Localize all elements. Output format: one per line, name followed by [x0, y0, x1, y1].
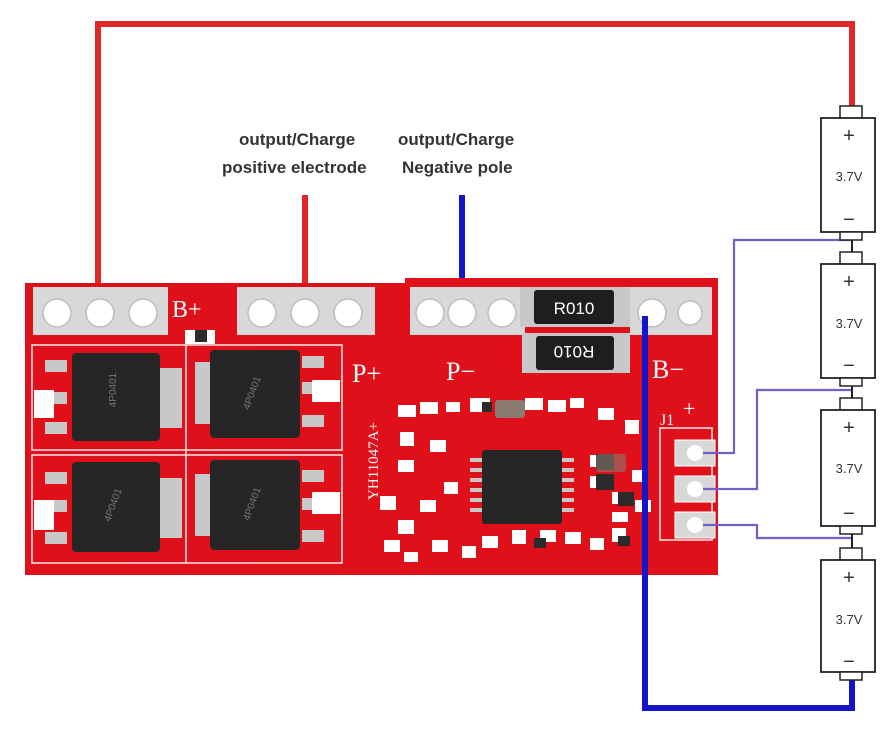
protection-ic — [470, 450, 574, 524]
cell-4-plus: + — [843, 567, 855, 589]
cell-3-voltage: 3.7V — [836, 461, 863, 476]
cell-2-plus: + — [843, 271, 855, 293]
silk-b-minus: B− — [652, 355, 684, 384]
battery-cell-1: + 3.7V − — [820, 105, 876, 241]
battery-cell-2: + 3.7V − — [820, 251, 876, 387]
resistor-label-1: R010 — [554, 299, 595, 318]
silk-j1: J1 — [660, 412, 674, 429]
negative-label-line2: Negative pole — [402, 158, 513, 177]
cell-2-minus: − — [843, 355, 855, 377]
balance-wires — [703, 238, 852, 540]
positive-label-line2: positive electrode — [222, 158, 367, 177]
negative-label-line1: output/Charge — [398, 130, 515, 149]
positive-label-line1: output/Charge — [239, 130, 356, 149]
silk-p-plus: P+ — [352, 359, 381, 388]
red-wire-b-plus — [95, 21, 855, 318]
smd-components — [195, 330, 651, 562]
cell-4-minus: − — [843, 651, 855, 673]
cell-2-voltage: 3.7V — [836, 316, 863, 331]
silk-p-minus: P− — [446, 357, 475, 386]
resistor-label-2: R010 — [554, 342, 595, 361]
battery-cell-4: + 3.7V − — [820, 547, 876, 681]
mosfet-marking-1: 4P0401 — [108, 372, 119, 407]
cell-1-plus: + — [843, 125, 855, 147]
mosfet-group: 4P0401 4P0401 4P0401 4P0401 — [45, 350, 324, 552]
cell-3-minus: − — [843, 503, 855, 525]
blue-wire-b-minus — [642, 316, 855, 711]
cell-1-voltage: 3.7V — [836, 169, 863, 184]
sense-resistors: R010 R010 — [520, 287, 630, 373]
pcb-board: 4P0401 4P0401 4P0401 4P0401 R010 R010 — [25, 278, 718, 575]
cell-1-minus: − — [843, 209, 855, 231]
battery-stack: + 3.7V − + 3.7V − + 3.7V − + 3.7 — [820, 105, 876, 681]
cell-3-plus: + — [843, 417, 855, 439]
silk-b-plus: B+ — [172, 297, 202, 323]
silk-model: YH11047A+ — [366, 422, 382, 500]
battery-cell-3: + 3.7V − — [820, 397, 876, 535]
silk-plus: + — [683, 396, 695, 421]
cell-4-voltage: 3.7V — [836, 612, 863, 627]
